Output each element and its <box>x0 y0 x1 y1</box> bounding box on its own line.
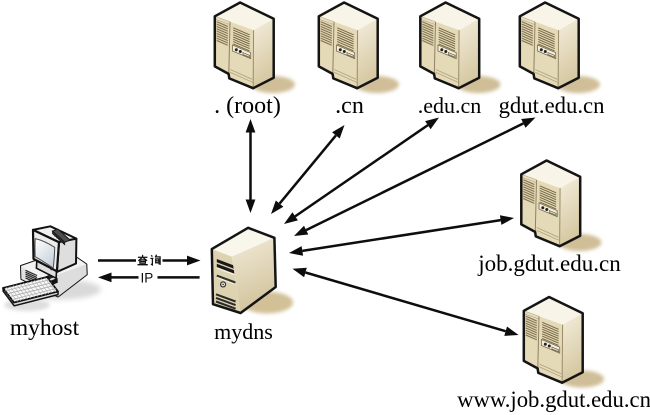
svg-text:www.job.gdut.edu.cn: www.job.gdut.edu.cn <box>457 387 650 412</box>
svg-text:myhost: myhost <box>10 315 80 341</box>
svg-text:job.gdut.edu.cn: job.gdut.edu.cn <box>477 251 621 276</box>
svg-text:.edu.cn: .edu.cn <box>418 93 482 118</box>
svg-text:. (root): . (root) <box>214 93 281 119</box>
svg-text:mydns: mydns <box>214 319 273 344</box>
svg-text:IP: IP <box>141 270 154 285</box>
svg-text:.cn: .cn <box>335 93 364 119</box>
svg-text:gdut.edu.cn: gdut.edu.cn <box>499 93 605 118</box>
